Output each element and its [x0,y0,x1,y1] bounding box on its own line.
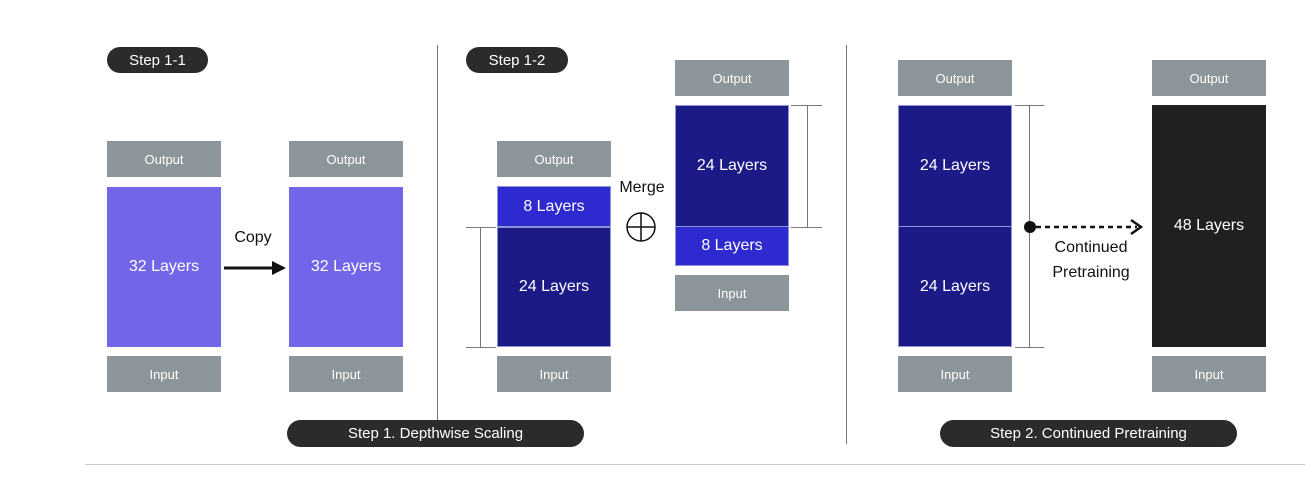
bracket-bottom [1015,347,1044,348]
bracket-top [791,105,822,106]
merge-label: Merge [619,179,665,196]
input-block: Input [1152,356,1266,392]
layers-48-block: 48 Layers [1152,105,1266,347]
divider-step-1-2 [846,45,847,444]
bracket-top [466,227,496,228]
step-2-pill: Step 2. Continued Pretraining [940,420,1237,447]
layers-24-block: 24 Layers [497,227,611,347]
input-block: Input [675,275,789,311]
output-block: Output [107,141,221,177]
layers-32-block: 32 Layers [289,187,403,347]
bracket-bottom [791,227,822,228]
copy-label: Copy [234,229,272,246]
layers-32-block: 32 Layers [107,187,221,347]
step-1-pill: Step 1. Depthwise Scaling [287,420,584,447]
right-arrow-icon [224,261,286,275]
bottom-divider [85,464,1305,465]
output-block: Output [289,141,403,177]
output-block: Output [898,60,1012,96]
step-1-2-pill: Step 1-2 [466,47,568,73]
bracket-vertical [807,105,808,227]
output-block: Output [497,141,611,177]
continued-label: Continued [1054,239,1128,256]
bracket-vertical [480,227,481,347]
step-1-1-pill: Step 1-1 [107,47,208,73]
output-block: Output [1152,60,1266,96]
input-block: Input [289,356,403,392]
input-block: Input [898,356,1012,392]
layers-8-block: 8 Layers [675,226,789,266]
layers-24-block: 24 Layers [898,105,1012,227]
output-block: Output [675,60,789,96]
bracket-bottom [466,347,496,348]
layers-24-block: 24 Layers [675,105,789,227]
layers-8-block: 8 Layers [497,186,611,227]
layers-24-block: 24 Layers [898,226,1012,347]
pretraining-label: Pretraining [1052,264,1130,281]
circled-plus-icon [626,212,656,242]
input-block: Input [497,356,611,392]
input-block: Input [107,356,221,392]
dashed-arrow-icon [1024,218,1144,236]
divider-step-1-1-1-2 [437,45,438,420]
